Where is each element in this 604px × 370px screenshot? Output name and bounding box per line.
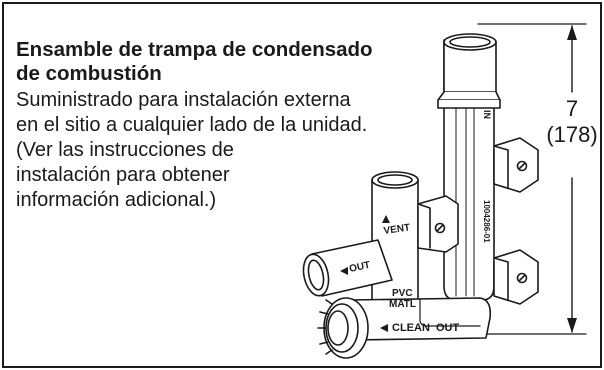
description-line-3: (Ver las instrucciones de [16, 139, 234, 161]
pvc-label: PVC [392, 288, 413, 299]
clean-out-cap [317, 297, 369, 359]
vent-arrow [382, 215, 390, 223]
lower-mounting-bracket [493, 249, 539, 305]
clean-out-label: CLEAN OUT [392, 322, 460, 334]
dimension-value-inches: 7 [565, 96, 579, 121]
caption-description: Suministrado para instalación externa en… [16, 88, 436, 213]
clean-out-arrow [380, 324, 388, 332]
description-line-2: en el sitio a cualquier lado de la unida… [16, 114, 368, 136]
caption-title-line-1: Ensamble de trampa de condensado [16, 38, 373, 61]
center-bracket [417, 195, 459, 253]
part-number-label: 1004286-01 [482, 200, 491, 243]
dimension-arrow-top [567, 25, 577, 40]
description-line-1: Suministrado para instalación externa [16, 89, 351, 111]
caption-title-line-2: de combustión [16, 62, 162, 85]
upper-mounting-bracket [493, 137, 539, 193]
out-label: OUT [348, 260, 371, 275]
vent-label: VENT [383, 222, 411, 237]
out-arrow [340, 267, 348, 275]
description-line-4: instalación para obtener [16, 164, 230, 186]
matl-label: MATL [389, 299, 416, 310]
dimension-label: 7 (178) [530, 96, 604, 148]
dimension-arrow-bottom [567, 318, 577, 333]
caption-title: Ensamble de trampa de condensado de comb… [16, 38, 436, 86]
description-line-5: información adicional.) [16, 189, 217, 211]
dimension-value-mm: (178) [546, 122, 598, 147]
in-label: IN [482, 110, 492, 119]
caption-block: Ensamble de trampa de condensado de comb… [16, 38, 436, 213]
